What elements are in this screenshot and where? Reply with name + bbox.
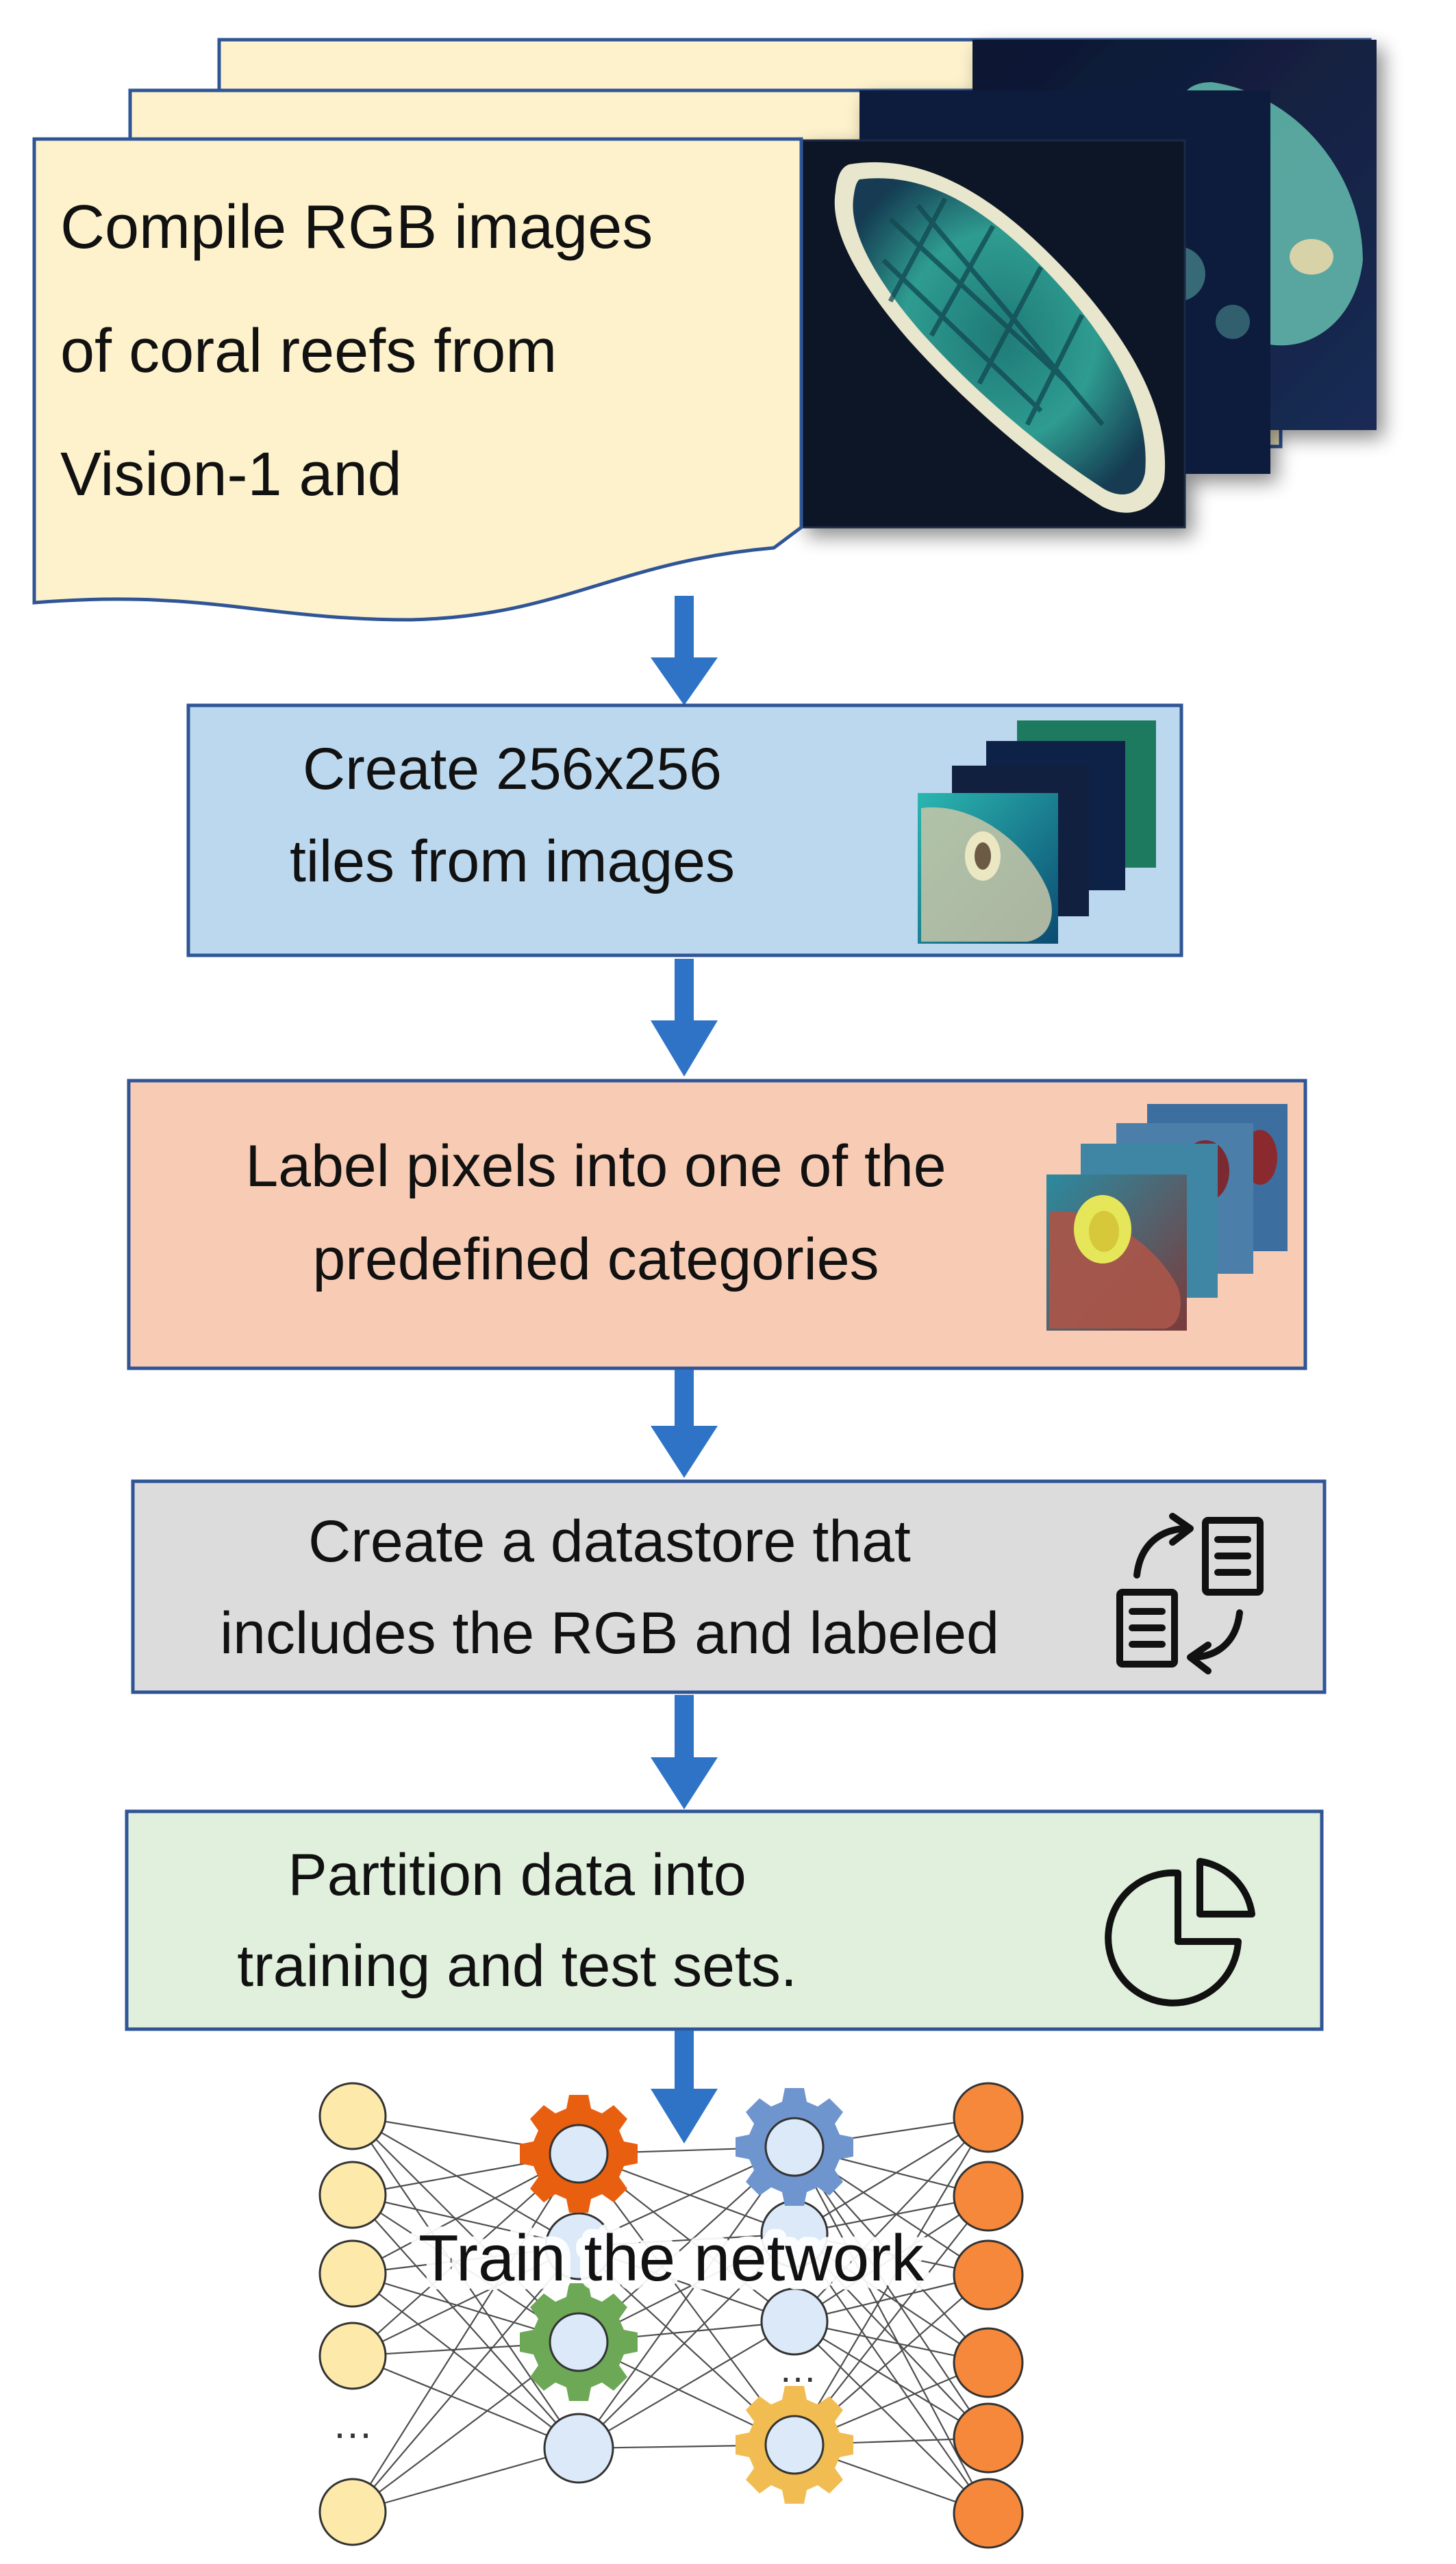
hidden-ellipsis: … [779, 2347, 817, 2390]
datastore-step: Create a datastore that includes the RGB… [131, 1479, 1327, 1694]
tiles-step-line-2: tiles from images [290, 829, 735, 894]
network-edge [352, 2194, 579, 2248]
network-edge [352, 2246, 579, 2513]
network-edge [352, 2115, 579, 2449]
input-node [318, 2082, 387, 2150]
network-edge [578, 2146, 795, 2449]
network-step: … … … Train the network Train the networ… [318, 2082, 1024, 2549]
partition-step-line-1: Partition data into [288, 1842, 746, 1908]
pie-chart-icon [1105, 1858, 1255, 2007]
train-network-label: Train the network [418, 2222, 925, 2295]
label-step-line-2: predefined categories [312, 1227, 879, 1292]
output-node [953, 2478, 1024, 2549]
output-node [953, 2082, 1024, 2153]
label-step: Label pixels into one of the predefined … [127, 1079, 1307, 1370]
datastore-step-box [131, 1479, 1327, 1694]
network-edge [352, 2194, 579, 2449]
labeled-tiles-icon [1046, 1104, 1288, 1331]
compile-step-line-2: of coral reefs from [60, 317, 557, 386]
network-edge [578, 2321, 795, 2449]
input-node [318, 2478, 387, 2546]
network-edge [352, 2245, 579, 2275]
document-page-front [32, 137, 803, 622]
gear-icon [736, 2386, 853, 2504]
network-edge [794, 2117, 989, 2446]
hidden-node [760, 2287, 829, 2356]
datastore-step-line-2: includes the RGB and labeled [220, 1600, 999, 1666]
flow-arrow-4 [651, 1695, 718, 1809]
tiles-step: Create 256x256 tiles from images [186, 703, 1183, 957]
network-connections [352, 2115, 989, 2515]
partition-step-line-2: training and test sets. [237, 1933, 796, 1999]
image-tiles-icon [918, 720, 1156, 944]
network-edge [578, 2233, 795, 2248]
gear-icon [520, 2095, 638, 2213]
hidden-node [543, 2413, 614, 2484]
train-network-label-halo: Train the network [418, 2222, 925, 2295]
compile-step: Compile RGB images of coral reefs from V… [32, 38, 1377, 622]
input-node [318, 2322, 387, 2390]
partition-step: Partition data into training and test se… [125, 1809, 1324, 2031]
network-edge [794, 2117, 989, 2235]
tiles-step-line-1: Create 256x256 [303, 736, 722, 802]
gear-icon [736, 2088, 853, 2206]
input-node [318, 2161, 387, 2229]
network-edge [794, 2233, 989, 2514]
network-edge [794, 2117, 989, 2322]
flow-arrow-3 [651, 1370, 718, 1478]
partition-step-box [125, 1809, 1324, 2031]
output-node [953, 2402, 1024, 2474]
network-edge [578, 2245, 795, 2323]
network-edge [352, 2354, 579, 2450]
network-edge [794, 2146, 989, 2439]
compile-step-line-1: Compile RGB images [60, 193, 653, 262]
input-ellipsis: … [332, 2401, 373, 2447]
network-edge [578, 2233, 795, 2449]
flow-arrow-2 [651, 959, 718, 1077]
network-edge [578, 2153, 795, 2446]
gear-icon [520, 2283, 638, 2401]
compile-step-line-3: Vision-1 and [60, 440, 402, 509]
output-node [953, 2161, 1024, 2232]
datastore-step-line-1: Create a datastore that [308, 1509, 911, 1574]
network-edge [794, 2321, 989, 2439]
satellite-image-stack-icon [800, 40, 1377, 529]
input-node [318, 2239, 387, 2308]
output-node [953, 2239, 1024, 2311]
network-edge [794, 2321, 989, 2514]
network-edge [352, 2115, 579, 2247]
output-layer [953, 2082, 1024, 2549]
network-edge [352, 2273, 579, 2449]
hidden-node [544, 2212, 613, 2280]
flow-arrow-5 [651, 2031, 718, 2144]
hidden-layer-1 [520, 2095, 638, 2484]
network-edge [352, 2447, 579, 2513]
label-step-line-1: Label pixels into one of the [245, 1133, 946, 1199]
output-node [953, 2327, 1024, 2398]
network-edge [352, 2153, 579, 2513]
network-edge [352, 2246, 579, 2356]
network-edge [794, 2233, 989, 2439]
network-edge [794, 2196, 989, 2322]
document-exchange-icon [1116, 1513, 1264, 1674]
flow-arrow-1 [651, 596, 718, 705]
hidden-layer-2 [736, 2088, 853, 2504]
network-edge [794, 2146, 989, 2514]
input-layer [318, 2082, 387, 2546]
